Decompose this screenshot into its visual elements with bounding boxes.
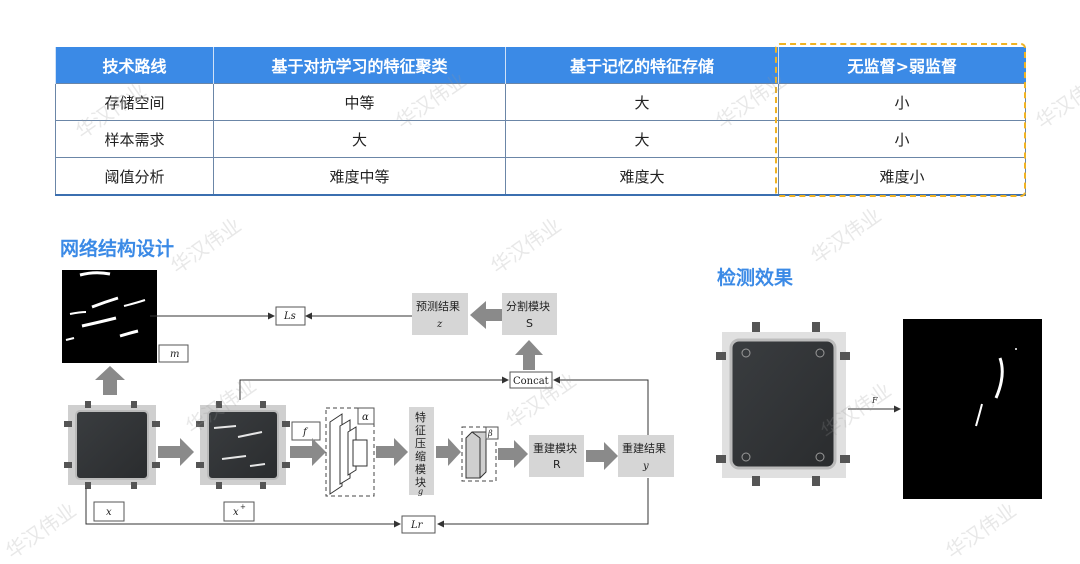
table-cell: 阈值分析	[55, 157, 214, 196]
table-cell: 小	[778, 83, 1026, 121]
predict-label: 预测结果	[416, 300, 460, 313]
right-arrow	[436, 438, 461, 466]
segment-block	[502, 293, 557, 335]
x-box	[93, 501, 125, 522]
detection-input-image	[716, 322, 850, 486]
table-cell: 难度中等	[213, 157, 506, 196]
left-arrow	[470, 301, 502, 329]
input-image-xplus	[196, 401, 290, 489]
header-cell: 基于对抗学习的特征聚类	[213, 47, 506, 84]
beta-box	[485, 426, 499, 440]
s-label: S	[526, 317, 533, 330]
xplus-label: x	[233, 507, 239, 518]
table-cell: 难度大	[505, 157, 779, 196]
encoder-stack	[325, 407, 375, 497]
m-label-box	[158, 344, 189, 363]
table-cell: 存储空间	[55, 83, 214, 121]
header-cell: 基于记忆的特征存储	[505, 47, 779, 84]
feature-compress-char: 块	[415, 476, 426, 489]
lr-box	[401, 515, 436, 534]
header-cell: 技术路线	[55, 47, 214, 84]
x-label: x	[106, 507, 112, 518]
table-cell: 难度小	[778, 157, 1026, 196]
feature-compress-char: 缩	[415, 450, 426, 463]
concat-label: Concat	[513, 376, 549, 387]
detection-output-image	[903, 319, 1042, 499]
right-arrow	[158, 438, 194, 466]
table-cell: 大	[505, 120, 779, 158]
xplus-box	[223, 501, 255, 522]
r-label: R	[553, 458, 561, 471]
ls-box	[275, 306, 306, 326]
g-label: g	[418, 487, 423, 496]
feature-compress-char: 压	[415, 437, 426, 450]
alpha-label: α	[362, 412, 369, 423]
feature-compress-char: 征	[415, 424, 426, 437]
mask-image	[62, 270, 157, 363]
z-label: z	[436, 319, 443, 330]
right-arrow	[498, 440, 528, 468]
table-header-row: 技术路线 基于对抗学习的特征聚类 基于记忆的特征存储 无监督>弱监督	[55, 47, 1026, 84]
up-arrow-concat	[515, 340, 543, 370]
rebuild-result-block	[618, 435, 674, 477]
table-cell: 样本需求	[55, 120, 214, 158]
alpha-box	[357, 407, 375, 425]
table-cell: 小	[778, 120, 1026, 158]
feature-compress-char: 特	[415, 410, 426, 424]
y-label: y	[642, 461, 649, 472]
lr-label: Lr	[410, 520, 424, 531]
xplus-sup: +	[240, 503, 246, 511]
feature-compress-block	[409, 407, 434, 495]
rebuild-result-label: 重建结果	[622, 441, 666, 455]
header-cell: 无监督>弱监督	[778, 47, 1026, 84]
latent-block	[461, 426, 497, 482]
segment-label: 分割模块	[506, 299, 550, 313]
comparison-table: 技术路线 基于对抗学习的特征聚类 基于记忆的特征存储 无监督>弱监督 存储空间 …	[55, 47, 1026, 196]
table-row: 阈值分析 难度中等 难度大 难度小	[55, 157, 1026, 196]
right-arrow	[376, 438, 408, 466]
rebuild-block	[529, 435, 584, 477]
rebuild-label: 重建模块	[533, 441, 577, 455]
detection-heading: 检测效果	[717, 267, 794, 289]
right-arrow	[290, 438, 326, 466]
network-heading: 网络结构设计	[60, 238, 175, 260]
beta-label: β	[487, 429, 493, 438]
predict-block	[412, 293, 468, 335]
concat-box	[509, 371, 553, 389]
up-arrow	[95, 366, 125, 395]
network-diagram: m Ls 预测结果 z 分割模块 S Concat	[62, 270, 1042, 534]
table-row: 样本需求 大 大 小	[55, 120, 1026, 158]
f-label: f	[302, 427, 309, 438]
table-cell: 大	[505, 83, 779, 121]
right-arrow	[586, 442, 618, 470]
f-arrow-label: F	[871, 396, 878, 405]
table-cell: 大	[213, 120, 506, 158]
ls-label: Ls	[283, 311, 296, 322]
f-box	[291, 421, 321, 441]
feature-compress-char: 模	[415, 463, 426, 476]
input-image-x	[64, 401, 160, 489]
m-label: m	[170, 349, 179, 360]
